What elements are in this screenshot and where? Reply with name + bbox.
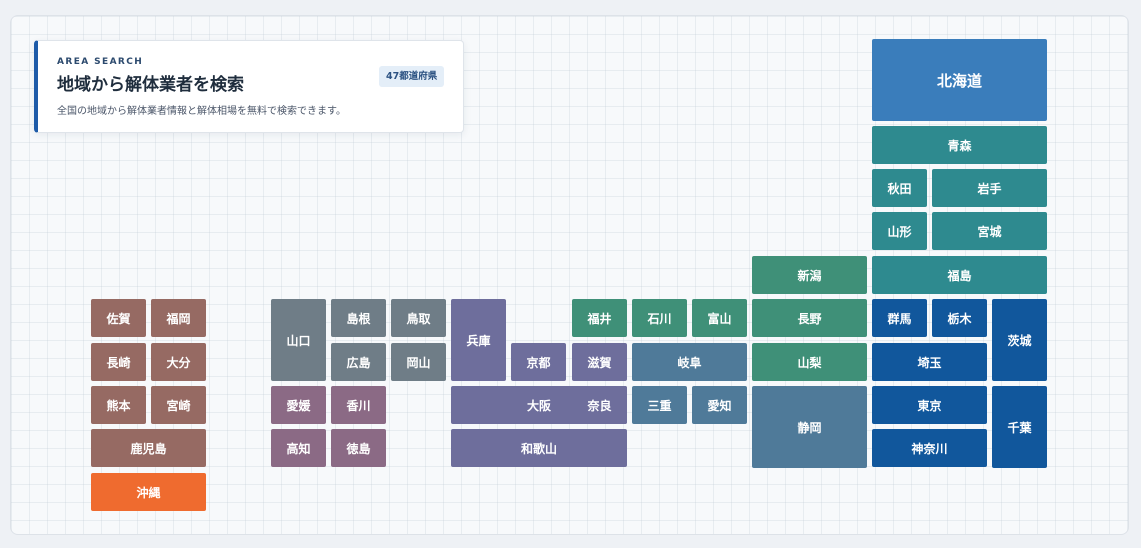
area-search-header-card: AREA SEARCH 地域から解体業者を検索 47都道府県 全国の地域から解体… [34, 40, 464, 133]
prefecture-tile-nagasaki[interactable]: 長崎 [91, 343, 146, 381]
prefecture-tile-chiba[interactable]: 千葉 [992, 386, 1047, 468]
prefecture-tile-yamanashi[interactable]: 山梨 [752, 343, 867, 381]
prefecture-tile-kagawa[interactable]: 香川 [331, 386, 386, 424]
prefecture-tile-yamagata[interactable]: 山形 [872, 212, 927, 250]
prefecture-tile-mie[interactable]: 三重 [632, 386, 687, 424]
prefecture-tile-oita[interactable]: 大分 [151, 343, 206, 381]
prefecture-tile-kumamoto[interactable]: 熊本 [91, 386, 146, 424]
prefecture-tile-okayama[interactable]: 岡山 [391, 343, 446, 381]
prefecture-tile-tokushima[interactable]: 徳島 [331, 429, 386, 467]
prefecture-tile-okinawa[interactable]: 沖縄 [91, 473, 206, 511]
prefecture-tile-fukui[interactable]: 福井 [572, 299, 627, 337]
prefecture-tile-tochigi[interactable]: 栃木 [932, 299, 987, 337]
prefecture-tile-tottori[interactable]: 鳥取 [391, 299, 446, 337]
prefecture-tile-kochi[interactable]: 高知 [271, 429, 326, 467]
prefecture-tile-saga[interactable]: 佐賀 [91, 299, 146, 337]
prefecture-tile-akita[interactable]: 秋田 [872, 169, 927, 207]
prefecture-tile-hyogo[interactable]: 兵庫 [451, 299, 506, 381]
prefecture-tile-miyagi[interactable]: 宮城 [932, 212, 1047, 250]
prefecture-tile-kyoto[interactable]: 京都 [511, 343, 566, 381]
prefecture-tile-kanagawa[interactable]: 神奈川 [872, 429, 987, 467]
prefecture-tile-fukushima[interactable]: 福島 [872, 256, 1047, 294]
prefecture-tile-hokkaido[interactable]: 北海道 [872, 39, 1047, 121]
prefecture-tile-wakayama[interactable]: 和歌山 [451, 429, 627, 467]
prefecture-tile-ibaraki[interactable]: 茨城 [992, 299, 1047, 381]
prefecture-tile-nara[interactable]: 奈良 [572, 386, 627, 424]
page-title: 地域から解体業者を検索 [57, 75, 244, 95]
prefecture-tile-miyazaki[interactable]: 宮崎 [151, 386, 206, 424]
prefecture-tile-ishikawa[interactable]: 石川 [632, 299, 687, 337]
prefecture-tile-hiroshima[interactable]: 広島 [331, 343, 386, 381]
prefecture-tile-iwate[interactable]: 岩手 [932, 169, 1047, 207]
prefecture-tile-niigata[interactable]: 新潟 [752, 256, 867, 294]
prefecture-count-badge: 47都道府県 [379, 66, 445, 87]
prefecture-tile-toyama[interactable]: 富山 [692, 299, 747, 337]
prefecture-tile-saitama[interactable]: 埼玉 [872, 343, 987, 381]
prefecture-tile-shiga[interactable]: 滋賀 [572, 343, 627, 381]
prefecture-tile-aichi[interactable]: 愛知 [692, 386, 747, 424]
prefecture-tile-kagoshima[interactable]: 鹿児島 [91, 429, 206, 467]
prefecture-tile-shizuoka[interactable]: 静岡 [752, 386, 867, 468]
prefecture-tile-tokyo[interactable]: 東京 [872, 386, 987, 424]
prefecture-tile-yamaguchi[interactable]: 山口 [271, 299, 326, 381]
prefecture-tile-aomori[interactable]: 青森 [872, 126, 1047, 164]
prefecture-tile-fukuoka[interactable]: 福岡 [151, 299, 206, 337]
prefecture-tile-gifu[interactable]: 岐阜 [632, 343, 747, 381]
prefecture-tile-gunma[interactable]: 群馬 [872, 299, 927, 337]
prefecture-tile-ehime[interactable]: 愛媛 [271, 386, 326, 424]
page-description: 全国の地域から解体業者情報と解体相場を無料で検索できます。 [57, 106, 346, 117]
section-eyebrow: AREA SEARCH [57, 57, 144, 67]
prefecture-tile-nagano[interactable]: 長野 [752, 299, 867, 337]
prefecture-tile-shimane[interactable]: 島根 [331, 299, 386, 337]
